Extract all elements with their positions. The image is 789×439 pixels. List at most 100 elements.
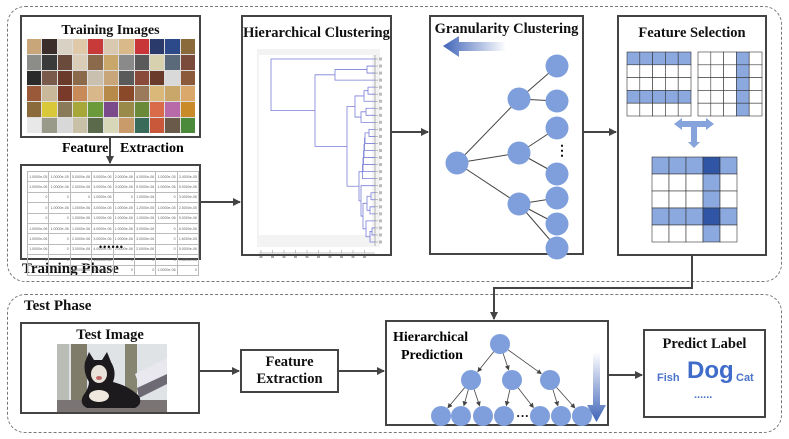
feature-cell [723, 90, 737, 104]
dendrogram-link [365, 220, 375, 238]
feature-cell [710, 64, 724, 78]
feature-cell [652, 77, 666, 91]
matrix-cell: 3.0000e-06 [133, 233, 157, 245]
training-image-thumbnail [119, 70, 134, 86]
training-image-thumbnail [165, 118, 180, 133]
training-image-thumbnail [88, 70, 103, 86]
dendrogram-x-tick-label [259, 256, 263, 258]
feature-cell [736, 102, 750, 117]
matrix-cell: 0 [69, 254, 93, 266]
matrix-cell: 1.6000e-05 [176, 233, 200, 245]
prediction-mid-node [502, 370, 522, 390]
feature-cell [719, 173, 738, 192]
feature-cell [668, 190, 687, 209]
feature-cell [639, 64, 653, 78]
training-image-thumbnail [73, 54, 88, 70]
matrix-cell: 0 [133, 264, 157, 276]
matrix-cell: 0 [155, 243, 178, 256]
prediction-leaf-node [473, 406, 493, 426]
prediction-leaf-node [530, 406, 550, 426]
training-image-thumbnail [57, 54, 73, 70]
prediction-edge [462, 389, 469, 407]
granularity-tree: ⋮ [443, 36, 569, 260]
matrix-cell: 2.5000e-05 [176, 202, 200, 214]
matrix-cell: 1.0000e-05 [155, 170, 178, 183]
matrix-cell: 2.0000e-06 [91, 264, 114, 276]
prediction-leaf-node [431, 406, 451, 426]
training-image-thumbnail [42, 70, 57, 86]
test-phase-label: Test Phase [24, 298, 92, 314]
dendrogram-leaf-label [379, 156, 382, 160]
matrix-cell: 0 [26, 254, 50, 266]
feature-cell [723, 77, 737, 91]
matrix-cell: 1.0000e-06 [26, 181, 50, 193]
training-image-thumbnail [73, 70, 88, 86]
combined-selection-matrix [651, 156, 738, 243]
training-image-thumbnail [134, 54, 149, 70]
training-image-thumbnail [103, 70, 119, 86]
training-image-thumbnail [27, 118, 42, 133]
feature-cell [677, 77, 692, 91]
matrix-cell: 1.0000e-06 [69, 264, 93, 276]
feature-cell [697, 77, 712, 91]
prediction-edge [552, 389, 560, 407]
feature-cell [736, 77, 750, 91]
training-image-thumbnail [165, 70, 180, 86]
training-image-thumbnail [103, 54, 119, 70]
dendrogram-leaf-label [379, 120, 382, 124]
predict-label-panel: Predict Label Fish Dog Cat ...... [643, 329, 766, 418]
matrix-cell: 2.0000e-06 [69, 181, 93, 193]
training-image-thumbnail [149, 70, 165, 86]
matrix-cell: 0 [176, 264, 200, 276]
feature-cell [668, 224, 687, 243]
feature-cell [748, 64, 763, 78]
training-image-thumbnail [57, 86, 73, 102]
matrix-cell: 0 [26, 264, 50, 276]
dendrogram-link [369, 231, 375, 243]
training-image-thumbnail [103, 39, 119, 54]
matrix-cell: 3.0000e-05 [91, 202, 114, 214]
matrix-cell: 1.0000e-06 [91, 254, 114, 266]
feature-cell [651, 156, 670, 175]
matrix-cell: 1.0000e-06 [133, 212, 157, 224]
matrix-cell: 0 [48, 212, 71, 224]
dendrogram-link [366, 65, 375, 74]
matrix-cell: 3.0000e-06 [112, 181, 135, 193]
feature-cell [626, 90, 641, 104]
feature-cell [665, 102, 679, 117]
feature-cell [665, 64, 679, 78]
training-images-panel: Training Images [20, 15, 201, 138]
matrix-cell: 0 [48, 243, 71, 256]
feature-cell [710, 102, 724, 117]
test-feature-extraction-box: Feature Extraction [240, 349, 339, 393]
dendrogram [259, 55, 382, 258]
dendrogram-leaf-label [379, 205, 382, 209]
granularity-leaf-node [545, 116, 569, 140]
feature-cell [685, 173, 704, 192]
dendrogram-leaf-label [379, 233, 382, 237]
feature-cell [719, 224, 738, 243]
dendrogram-leaf-label [379, 99, 382, 103]
feature-cell [710, 90, 724, 104]
feature-cell [697, 64, 712, 78]
training-image-thumbnail [57, 118, 73, 133]
prediction-leaf-node [551, 406, 571, 426]
matrix-cell: 2.0000e-06 [133, 243, 157, 256]
feature-cell [651, 224, 670, 243]
matrix-cell: 0 [69, 191, 93, 204]
feature-cell [748, 102, 763, 117]
prediction-edge [502, 353, 510, 371]
dendrogram-x-tick-label [340, 256, 343, 258]
granularity-direction-arrow [443, 36, 506, 57]
training-image-thumbnail [103, 102, 119, 118]
prediction-leaf-node [494, 406, 514, 426]
feature-cell [723, 51, 737, 66]
training-image-thumbnail [73, 102, 88, 118]
matrix-cell: 0 [48, 254, 71, 266]
feature-cell [668, 156, 687, 175]
